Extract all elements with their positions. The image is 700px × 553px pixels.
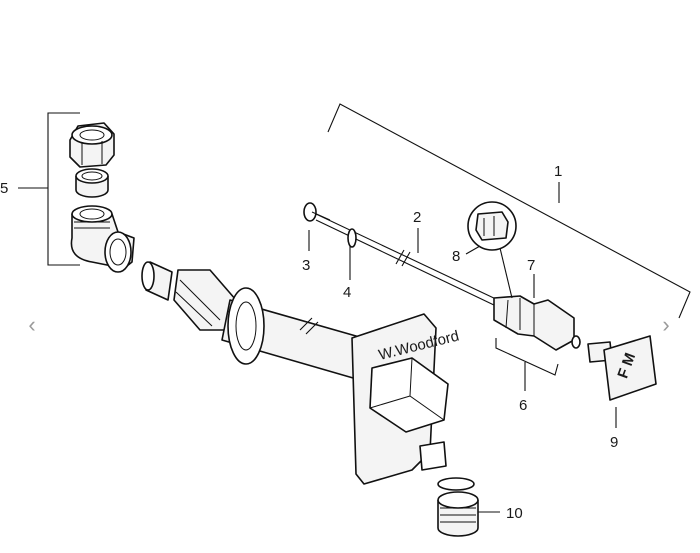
- bracket-5: [18, 112, 80, 266]
- wall-flange: W.Woodford: [351, 313, 461, 485]
- chevron-left-icon: ‹: [28, 312, 36, 337]
- next-image-button[interactable]: ›: [656, 311, 676, 339]
- compression-nut: [69, 122, 115, 168]
- bracket-1: [327, 103, 691, 319]
- pipe-adapter: [141, 261, 237, 331]
- callout-5: 5: [0, 180, 8, 197]
- washer: [347, 228, 357, 248]
- tee-key: F M: [587, 335, 657, 401]
- callout-8: 8: [452, 248, 460, 265]
- bracket-6: [495, 338, 559, 391]
- leader-lines: [308, 228, 617, 513]
- callout-2: 2: [413, 209, 421, 226]
- previous-image-button[interactable]: ‹: [22, 311, 42, 339]
- callout-9: 9: [610, 434, 618, 451]
- valve-seat-detail: [467, 201, 517, 299]
- chevron-right-icon: ›: [662, 312, 670, 337]
- callout-1: 1: [554, 163, 562, 180]
- wall-pipe: [221, 287, 371, 381]
- valve-cartridge: [493, 295, 581, 351]
- elbow-fitting: [70, 205, 135, 273]
- callout-10: 10: [506, 505, 523, 522]
- callout-6: 6: [519, 397, 527, 414]
- callout-7: 7: [527, 257, 535, 274]
- callout-3: 3: [302, 257, 310, 274]
- stem-rod: [315, 213, 499, 307]
- hose-adapter: [437, 477, 479, 537]
- callout-4: 4: [343, 284, 351, 301]
- ferrule-ring: [75, 168, 109, 198]
